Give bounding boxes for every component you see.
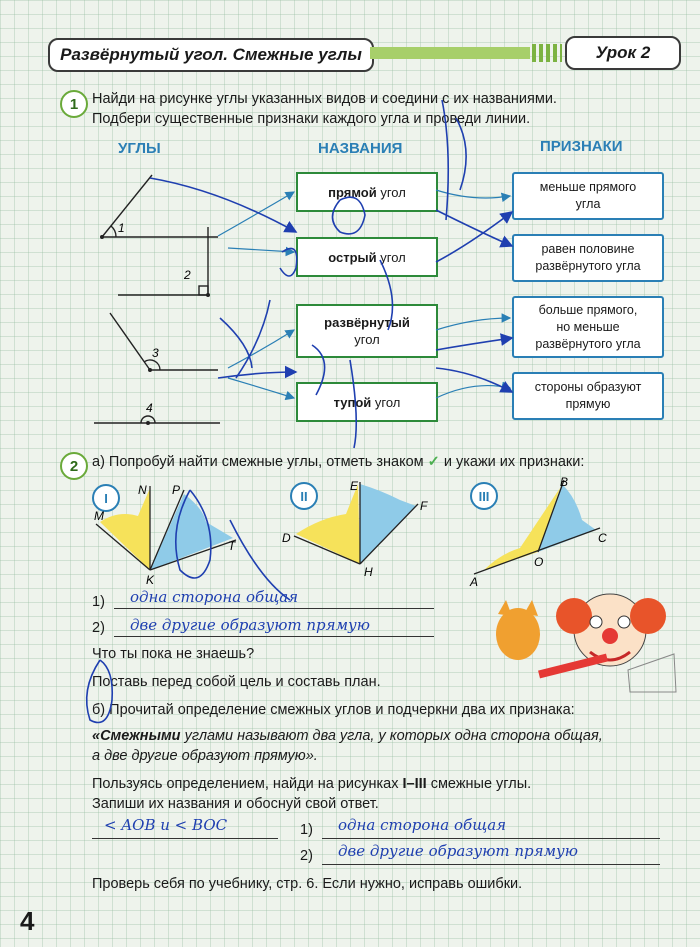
- angle-label-2: 2: [183, 268, 191, 282]
- write-names-line: Запиши их названия и обоснуй свой ответ.: [92, 796, 379, 812]
- task-2-number: 2: [60, 452, 88, 480]
- fig1-label-m: M: [94, 509, 104, 523]
- task-1-text-line-1: Найди на рисунке углы указанных видов и …: [92, 91, 557, 107]
- task-2a-text: а) Попробуй найти смежные углы, отметь з…: [92, 452, 584, 472]
- b-answer-1-number: 1): [300, 822, 313, 838]
- angles-answer-line: [92, 838, 278, 839]
- answer-2-number: 2): [92, 620, 105, 636]
- angle-label-4: 4: [146, 401, 153, 415]
- fig2-label-d: D: [282, 531, 291, 545]
- b-answer-2-handwriting[interactable]: две другие образуют прямую: [338, 842, 578, 860]
- goal-text: Поставь перед собой цель и составь план.: [92, 674, 381, 690]
- stripes-decoration: [532, 44, 562, 62]
- feature-2-line-2: развёрнутого угла: [535, 259, 641, 273]
- angles-answer-handwriting[interactable]: < AOB и < BOC: [104, 816, 228, 834]
- answer-2-line: [114, 636, 434, 637]
- feature-box-less-than-right[interactable]: меньше прямого угла: [512, 172, 664, 220]
- task-2a-suffix: и укажи их признаки:: [443, 454, 585, 470]
- feature-3-line-1: больше прямого,: [538, 302, 638, 317]
- name-box-obtuse[interactable]: тупой угол: [296, 382, 438, 422]
- fig2-label-f: F: [420, 499, 428, 513]
- use-definition-line: Пользуясь определением, найди на рисунка…: [92, 774, 531, 794]
- definition-rest-1: углами называют два угла, у которых одна…: [180, 728, 603, 744]
- check-book-text: Проверь себя по учебнику, стр. 6. Если н…: [92, 876, 523, 892]
- answer-1-line: [114, 608, 434, 609]
- fig1-label-n: N: [138, 483, 147, 497]
- name-box-right[interactable]: прямой угол: [296, 172, 438, 212]
- feature-1-line-1: меньше прямого: [539, 180, 637, 194]
- check-mark-icon: ✓: [427, 454, 440, 470]
- name-straight-rest: угол: [354, 332, 380, 347]
- answer-1-number: 1): [92, 594, 105, 610]
- definition-line-1: «Смежными углами называют два угла, у ко…: [92, 726, 603, 746]
- feature-1-line-2: угла: [575, 197, 601, 211]
- answer-2-handwriting[interactable]: две другие образуют прямую: [130, 616, 370, 634]
- page-title: Развёрнутый угол. Смежные углы: [48, 38, 374, 72]
- fig3-label-o: O: [534, 555, 543, 569]
- column-header-angles: УГЛЫ: [118, 140, 161, 157]
- b-answer-2-line: [322, 864, 660, 865]
- name-right-rest: угол: [376, 184, 406, 200]
- definition-bold: «Смежными: [92, 728, 181, 744]
- name-box-acute[interactable]: острый угол: [296, 237, 438, 277]
- use-def-bold: I–III: [402, 776, 427, 792]
- b-answer-1-line: [322, 838, 660, 839]
- fig3-label-a: A: [469, 575, 478, 589]
- connection-lines-overlay: [149, 99, 514, 449]
- column-header-names: НАЗВАНИЯ: [318, 140, 403, 157]
- feature-box-straight-line[interactable]: стороны образуют прямую: [512, 372, 664, 420]
- feature-3-line-2: но меньше: [556, 319, 620, 334]
- fig2-label-e: E: [350, 479, 359, 493]
- angles-drawing: 1 2 3 4: [94, 174, 220, 425]
- fig3-label-c: C: [598, 531, 607, 545]
- task-2b-text: б) Прочитай определение смежных углов и …: [92, 702, 575, 718]
- question-dont-know: Что ты пока не знаешь?: [92, 646, 255, 662]
- figure-2-drawing: D E F H: [282, 479, 428, 579]
- feature-box-greater-than-right[interactable]: больше прямого, но меньше развёрнутого у…: [512, 296, 664, 358]
- figure-2-number: II: [290, 482, 318, 510]
- title-bar-decoration: [370, 47, 530, 59]
- fig2-label-h: H: [364, 565, 373, 579]
- handwritten-scribbles: [85, 489, 291, 724]
- feature-box-half-straight[interactable]: равен половине развёрнутого угла: [512, 234, 664, 282]
- figure-1-drawing: M N P T K: [94, 483, 237, 587]
- definition-line-2: а две другие образуют прямую».: [92, 748, 318, 764]
- answer-1-handwriting[interactable]: одна сторона общая: [130, 588, 299, 606]
- feature-2-line-1: равен половине: [541, 242, 635, 256]
- fig1-label-k: K: [146, 573, 155, 587]
- b-answer-2-number: 2): [300, 848, 313, 864]
- task-1-text-line-2: Подбери существенные признаки каждого уг…: [92, 111, 531, 127]
- name-acute-bold: острый: [328, 249, 377, 265]
- angle-label-1: 1: [118, 221, 125, 235]
- page-number: 4: [20, 906, 35, 936]
- use-def-prefix: Пользуясь определением, найди на рисунка…: [92, 776, 399, 792]
- name-obtuse-bold: тупой: [333, 394, 372, 410]
- angle-label-3: 3: [152, 346, 159, 360]
- name-obtuse-rest: угол: [371, 394, 401, 410]
- figure-3-drawing: B C O A: [469, 475, 607, 589]
- use-def-suffix: смежные углы.: [430, 776, 532, 792]
- name-box-straight[interactable]: развёрнутый угол: [296, 304, 438, 358]
- b-answer-1-handwriting[interactable]: одна сторона общая: [338, 816, 507, 834]
- fig1-label-p: P: [172, 483, 180, 497]
- feature-4-line-1: стороны образуют: [534, 380, 642, 394]
- fig3-label-b: B: [560, 475, 568, 489]
- figure-1-number: I: [92, 484, 120, 512]
- feature-4-line-2: прямую: [565, 397, 611, 411]
- name-straight-bold: развёрнутый: [324, 315, 410, 330]
- lesson-label: Урок 2: [565, 36, 681, 70]
- task-1-number: 1: [60, 90, 88, 118]
- clown-cat-illustration: [496, 593, 677, 693]
- name-right-bold: прямой: [328, 184, 377, 200]
- name-acute-rest: угол: [376, 249, 406, 265]
- feature-3-line-3: развёрнутого угла: [535, 336, 641, 351]
- column-header-features: ПРИЗНАКИ: [540, 138, 623, 155]
- task-2a-prefix: а) Попробуй найти смежные углы, отметь з…: [92, 454, 424, 470]
- fig1-label-t: T: [228, 539, 237, 553]
- figure-3-number: III: [470, 482, 498, 510]
